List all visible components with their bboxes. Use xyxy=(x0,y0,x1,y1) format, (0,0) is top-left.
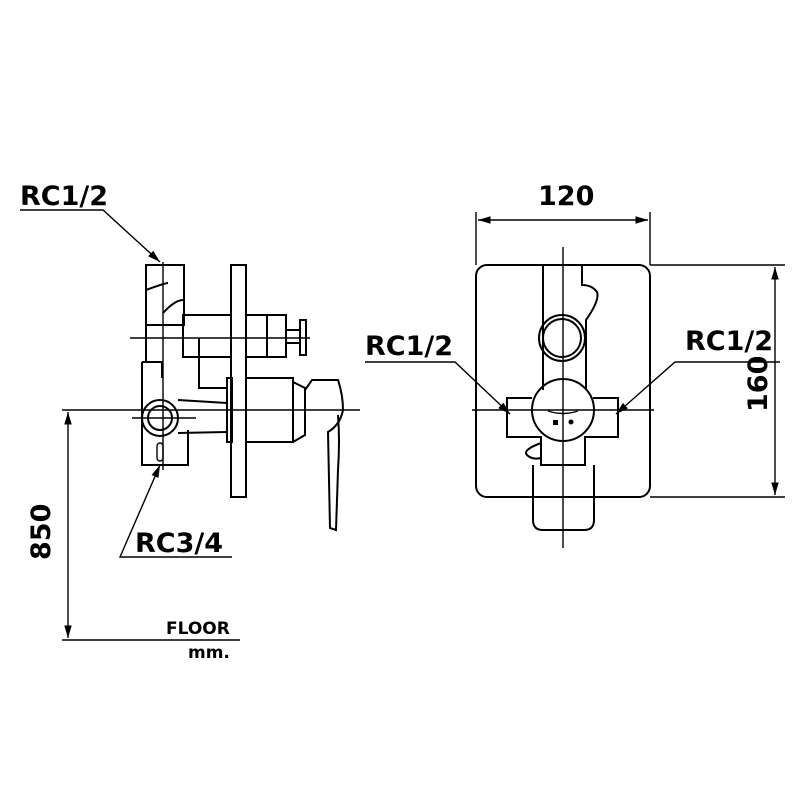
lever-handle-side xyxy=(304,379,345,532)
inlet-left-label: RC1/2 xyxy=(365,331,453,362)
side-annotations: RC1/2 RC3/4 850 FLOOR mm. xyxy=(20,181,240,663)
height-dim-text: 850 xyxy=(26,504,57,560)
side-view xyxy=(62,262,360,532)
front-view xyxy=(472,247,654,548)
valve-body-lower xyxy=(141,325,189,466)
valve-body-top xyxy=(145,264,185,326)
front-annotations: 120 160 RC1/2 RC1/2 xyxy=(365,181,785,498)
inlet-top-label: RC1/2 xyxy=(20,181,108,212)
diverter-knob xyxy=(286,319,307,356)
diverter-knob-front xyxy=(538,314,586,362)
inlet-right-label: RC1/2 xyxy=(685,326,773,357)
width-dim-text: 120 xyxy=(538,181,594,212)
floor-label: FLOOR xyxy=(166,619,230,639)
height-dim-text: 160 xyxy=(743,356,774,412)
outlet-label: RC3/4 xyxy=(135,528,223,559)
cover-plate-side xyxy=(230,264,247,498)
unit-label: mm. xyxy=(188,643,230,663)
